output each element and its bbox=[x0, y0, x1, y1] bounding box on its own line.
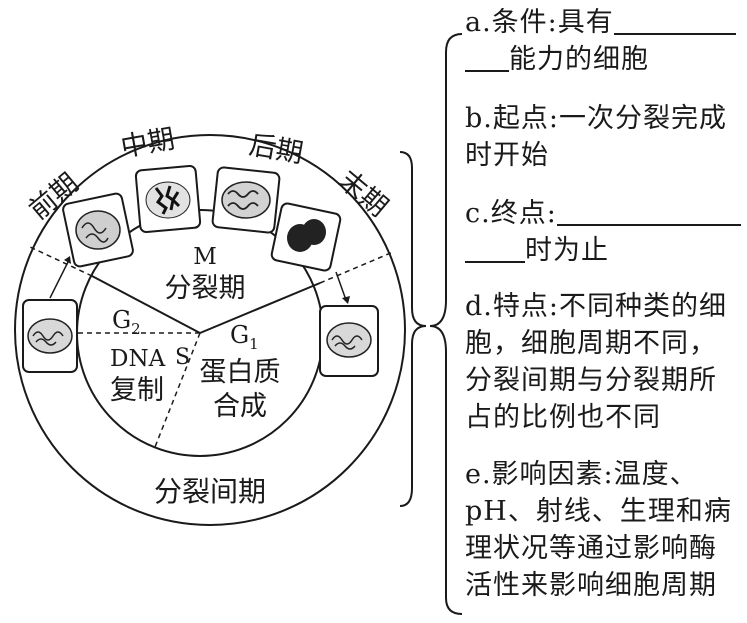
interphase-label: 分裂间期 bbox=[154, 475, 266, 508]
synthesis-label: 合成 bbox=[213, 391, 267, 422]
info-e: e.影响因素:温度、 pH、射线、生理和病 理状况等通过影响酶 活性来影响细胞周… bbox=[465, 456, 747, 604]
cell-metaphase bbox=[134, 165, 202, 233]
info-a-blank bbox=[613, 7, 736, 35]
info-b-line1: b.起点:一次分裂完成 bbox=[465, 103, 727, 134]
cell-telophase bbox=[270, 202, 342, 272]
info-e-line4: 活性来影响细胞周期 bbox=[465, 570, 717, 601]
cell-anaphase bbox=[211, 166, 281, 234]
replication-label: 复制 bbox=[110, 375, 164, 406]
label-metaphase: 中期 bbox=[118, 124, 177, 164]
info-a-line2: 能力的细胞 bbox=[509, 44, 649, 75]
m-divider-left bbox=[91, 275, 201, 334]
cell-interphase-left bbox=[22, 299, 78, 373]
info-b: b.起点:一次分裂完成 时开始 bbox=[465, 100, 747, 174]
info-a: a.条件:具有 能力的细胞 bbox=[465, 4, 747, 78]
info-c-blank-2 bbox=[465, 235, 525, 263]
cell-prophase bbox=[62, 192, 134, 268]
info-d-line2: 胞，细胞周期不同， bbox=[465, 328, 717, 359]
info-e-line3: 理状况等通过影响酶 bbox=[465, 533, 717, 564]
info-a-blank-2 bbox=[465, 44, 509, 72]
info-a-label: a.条件:具有 bbox=[465, 7, 614, 38]
cell-interphase-right bbox=[319, 305, 379, 377]
mitosis-label: 分裂期 bbox=[165, 273, 246, 304]
info-d-line4: 占的比例也不同 bbox=[465, 402, 661, 433]
info-brace bbox=[429, 33, 463, 615]
info-c: c.终点: 时为止 bbox=[465, 195, 747, 269]
g1-label: G1 bbox=[230, 321, 259, 353]
protein-label: 蛋白质 bbox=[200, 357, 281, 388]
s-g1-divider bbox=[154, 332, 201, 448]
ring-divider-right bbox=[319, 251, 394, 284]
info-c-blank bbox=[556, 198, 741, 226]
info-c-line2: 时为止 bbox=[525, 235, 609, 266]
info-e-line2: pH、射线、生理和病 bbox=[465, 496, 732, 527]
info-e-line1: e.影响因素:温度、 bbox=[465, 459, 698, 490]
m-divider-right bbox=[199, 282, 321, 334]
s-label: S bbox=[175, 345, 190, 370]
label-telophase: 末期 bbox=[332, 165, 393, 223]
dna-label: DNA bbox=[110, 346, 166, 372]
arrow-to-prophase bbox=[49, 261, 69, 299]
arrow-to-interphase bbox=[335, 271, 347, 301]
info-c-label: c.终点: bbox=[465, 198, 557, 229]
label-anaphase: 后期 bbox=[247, 130, 306, 170]
info-d: d.特点:不同种类的细 胞，细胞周期不同， 分裂间期与分裂期所 占的比例也不同 bbox=[465, 288, 747, 436]
info-d-line3: 分裂间期与分裂期所 bbox=[465, 365, 717, 396]
mitosis-letter: M bbox=[193, 244, 217, 270]
ring-divider-left bbox=[27, 245, 93, 277]
outer-circle bbox=[14, 134, 406, 526]
right-brace bbox=[399, 151, 427, 507]
g2-label: G2 bbox=[112, 306, 141, 338]
info-b-line2: 时开始 bbox=[465, 140, 549, 171]
info-d-line1: d.特点:不同种类的细 bbox=[465, 291, 727, 322]
